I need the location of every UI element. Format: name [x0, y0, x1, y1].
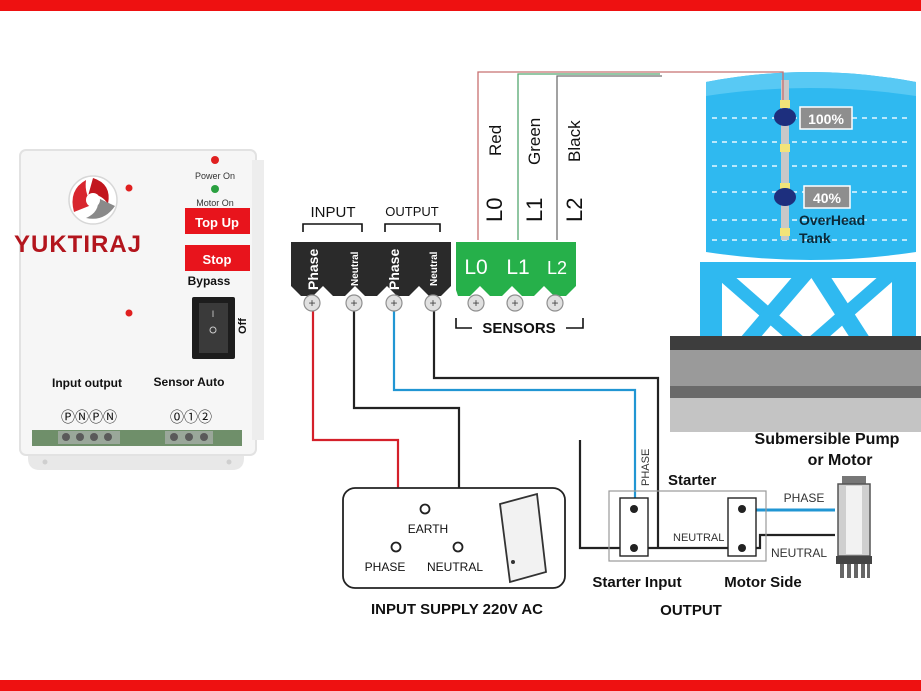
- power-on-label: Power On: [195, 171, 235, 181]
- controller-device: YUKTIRAJ Power On Motor On Top Up Stop B…: [14, 149, 264, 470]
- motor-side-phase-screw-icon: [738, 505, 746, 513]
- starter-input-phase-screw-icon: [630, 505, 638, 513]
- neutral-pin-icon: [452, 541, 464, 553]
- indicator-dot-top: [125, 184, 133, 192]
- sensor-wires: [477, 71, 784, 240]
- terminal-block: + + + + + + + Phase Neutral Phase Neutra…: [291, 242, 576, 312]
- starter-neutral-label: NEUTRAL: [673, 532, 724, 544]
- sensors-label: SENSORS: [482, 320, 555, 337]
- stop-label: Stop: [203, 252, 232, 267]
- top-up-button[interactable]: [185, 208, 250, 234]
- level-40-badge: [803, 185, 851, 209]
- bottom-red-border: [0, 680, 921, 691]
- svg-text:+: +: [511, 296, 518, 310]
- wire-black-label: Black: [565, 120, 584, 162]
- l2-screw-icon: [546, 294, 564, 312]
- tank-name-line2: Tank: [799, 230, 831, 246]
- phase-in-screw-icon: [303, 294, 321, 312]
- input-terminal-label: INPUT: [311, 204, 356, 221]
- l0-screw-icon: [467, 294, 485, 312]
- level-high-label: 100%: [808, 111, 844, 127]
- terminal-l0-label: L0: [464, 256, 487, 279]
- neutral-in-screw-icon: [345, 294, 363, 312]
- earth-label: EARTH: [408, 522, 448, 536]
- svg-text:+: +: [429, 296, 436, 310]
- terminal-l1-label: L1: [506, 256, 529, 279]
- input-supply-title: INPUT SUPPLY 220V AC: [371, 601, 543, 618]
- tank-name-line1: OverHead: [799, 212, 865, 228]
- off-label: Off: [237, 318, 249, 334]
- indicator-dot-bottom: [125, 309, 133, 317]
- wire-green-label: Green: [525, 118, 544, 165]
- overhead-tank: 100% 40% OverHead Tank: [700, 72, 916, 342]
- pump-title-line1: Submersible Pump: [755, 431, 900, 448]
- supply-switch-icon: [499, 492, 547, 584]
- pump-neutral-label: NEUTRAL: [771, 546, 827, 560]
- sensor-pin-labels: ⓪①②: [170, 409, 212, 425]
- bypass-label: Bypass: [188, 274, 231, 288]
- starter-input-label: Starter Input: [592, 574, 681, 591]
- submersible-pump-icon: [836, 476, 872, 578]
- neutral-out-screw-icon: [424, 294, 442, 312]
- bypass-rocker-switch[interactable]: I: [192, 297, 235, 359]
- sensor-auto-label: Sensor Auto: [154, 375, 225, 389]
- brand-name: YUKTIRAJ: [14, 231, 142, 258]
- neutral-out-label: Neutral: [429, 251, 440, 286]
- svg-text:+: +: [350, 296, 357, 310]
- terminal-l2-label: L2: [547, 258, 567, 278]
- level-100-badge: [799, 106, 853, 130]
- wire-l1-label: L1: [522, 198, 547, 222]
- svg-text:I: I: [212, 309, 215, 319]
- io-pin-labels: ⓅⓃⓅⓃ: [61, 409, 117, 425]
- device-terminal-strip: [32, 430, 242, 446]
- l1-screw-icon: [506, 294, 524, 312]
- wire-l2-label: L2: [562, 198, 587, 222]
- output-terminal-label: OUTPUT: [385, 204, 439, 219]
- phase-out-screw-icon: [385, 294, 403, 312]
- starter-title: Starter: [668, 472, 717, 489]
- motor-side-neutral-screw-icon: [738, 544, 746, 552]
- phase-pin-icon: [390, 541, 402, 553]
- input-output-label: Input output: [52, 376, 122, 390]
- low-level-float-icon: [774, 188, 796, 206]
- pump-title-line2: or Motor: [808, 452, 873, 469]
- level-low-label: 40%: [813, 190, 842, 206]
- earth-pin-icon: [419, 503, 431, 515]
- top-red-border: [0, 0, 921, 11]
- svg-text:+: +: [472, 296, 479, 310]
- top-up-label: Top Up: [195, 215, 239, 230]
- svg-text:+: +: [390, 296, 397, 310]
- starter-input-neutral-screw-icon: [630, 544, 638, 552]
- motor-side-label: Motor Side: [724, 574, 802, 591]
- neutral-in-label: Neutral: [350, 251, 361, 286]
- starter: [608, 490, 767, 562]
- wire-l0-label: L0: [482, 198, 507, 222]
- motor-on-label: Motor On: [196, 198, 234, 208]
- roof-slab: [670, 336, 921, 432]
- high-level-float-icon: [774, 108, 796, 126]
- svg-text:+: +: [308, 296, 315, 310]
- supply-phase-label: PHASE: [365, 560, 406, 574]
- phase-in-label: Phase: [305, 249, 321, 290]
- motor-led-icon: [211, 185, 219, 193]
- power-led-icon: [211, 156, 219, 164]
- wire-red-label: Red: [486, 125, 505, 156]
- supply-neutral-label: NEUTRAL: [427, 560, 483, 574]
- yuktiraj-logo-icon: [68, 175, 118, 225]
- phase-out-label: Phase: [386, 249, 402, 290]
- starter-phase-label: PHASE: [640, 449, 652, 486]
- svg-text:+: +: [551, 296, 558, 310]
- stop-button[interactable]: [185, 245, 250, 271]
- pump-phase-label: PHASE: [784, 491, 825, 505]
- input-supply-socket: EARTH PHASE NEUTRAL: [342, 487, 566, 589]
- starter-output-label: OUTPUT: [660, 602, 722, 619]
